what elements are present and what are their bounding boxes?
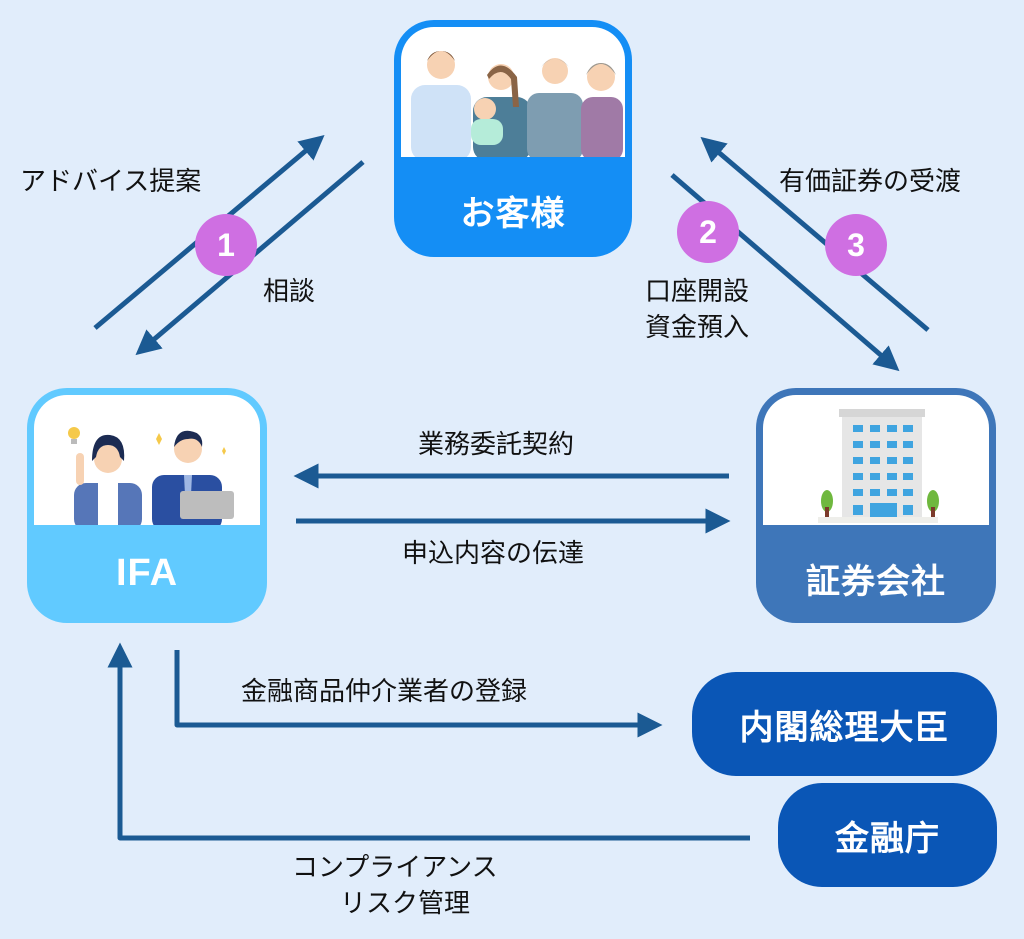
ifa-label: IFA <box>115 552 179 594</box>
customer-node: お客様 <box>394 20 632 257</box>
label-advice: アドバイス提案 <box>20 167 202 197</box>
fsa-label: 金融庁 <box>835 818 940 859</box>
securities-node: 証券会社 <box>756 388 996 623</box>
customer-label: お客様 <box>460 194 566 234</box>
label-deposit: 資金預入 <box>645 313 750 343</box>
prime-minister-node: 内閣総理大臣 <box>692 672 997 776</box>
label-consult: 相談 <box>263 277 316 307</box>
arrow-registration <box>174 650 663 738</box>
label-transmit: 申込内容の伝達 <box>402 539 585 569</box>
label-account-open: 口座開設 <box>645 277 750 307</box>
step-badge-3: 3 <box>825 214 887 276</box>
step-badge-2: 2 <box>677 201 739 263</box>
label-compliance: コンプライアンス <box>292 853 498 883</box>
securities-label: 証券会社 <box>806 562 946 602</box>
prime-minister-label: 内閣総理大臣 <box>739 707 950 748</box>
ifa-node: IFA <box>27 388 267 623</box>
label-delivery: 有価証券の受渡 <box>779 167 962 197</box>
arrow-compliance <box>107 642 750 841</box>
arrow-delivery <box>700 136 930 332</box>
advisors-illustration-icon <box>34 395 260 525</box>
label-registration: 金融商品仲介業者の登録 <box>241 677 528 707</box>
family-illustration-icon <box>401 27 625 157</box>
step-badge-1: 1 <box>195 214 257 276</box>
label-contract: 業務委託契約 <box>418 430 575 460</box>
label-risk-management: リスク管理 <box>340 889 471 919</box>
fsa-node: 金融庁 <box>778 783 997 887</box>
office-building-icon <box>763 395 989 525</box>
